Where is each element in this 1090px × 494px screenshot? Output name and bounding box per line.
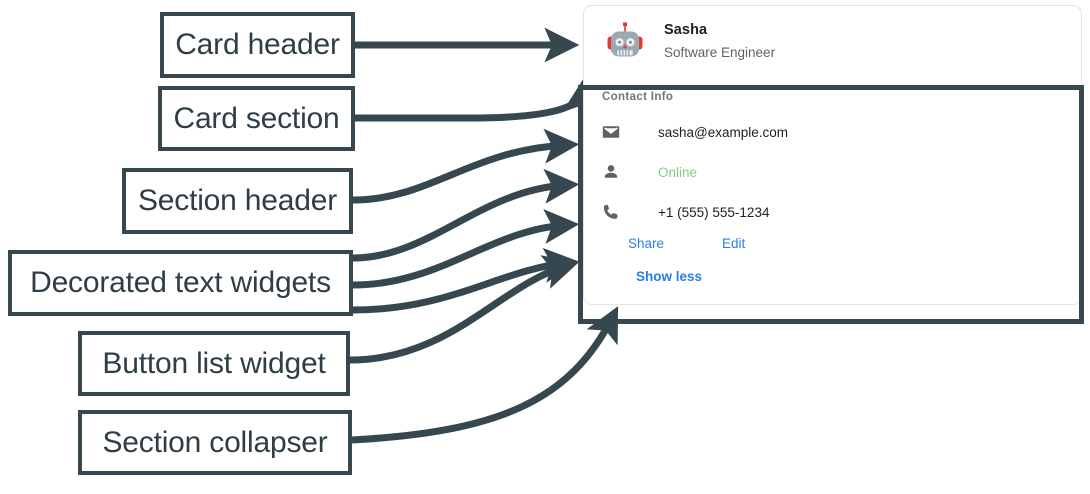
card-header: Sasha Software Engineer — [584, 6, 1081, 77]
label-decorated-text-widgets-text: Decorated text widgets — [30, 266, 331, 299]
arrow-decorated-2 — [352, 208, 580, 289]
label-button-list-widget: Button list widget — [78, 331, 350, 396]
person-icon — [602, 163, 620, 181]
robot-avatar-icon — [607, 22, 643, 57]
button-list-widget: Share Edit — [602, 236, 1081, 251]
arrow-decorated-3 — [352, 247, 580, 314]
arrow-section-collapser — [351, 306, 619, 444]
mail-icon — [602, 123, 620, 141]
phone-value: +1 (555) 555-1234 — [658, 204, 770, 220]
arrow-section-header — [352, 128, 580, 204]
email-value: sasha@example.com — [658, 124, 789, 140]
card-section: Contact Info sasha@example.com — [584, 77, 1081, 304]
share-button[interactable]: Share — [628, 236, 665, 251]
label-button-list-widget-text: Button list widget — [102, 346, 326, 380]
person-name: Sasha — [664, 22, 708, 39]
arrow-decorated-1 — [352, 168, 580, 262]
status-value: Online — [658, 164, 698, 180]
person-role: Software Engineer — [664, 44, 776, 60]
arrow-card-section — [355, 78, 598, 122]
label-card-section-text: Card section — [173, 101, 340, 135]
section-header: Contact Info — [602, 91, 674, 103]
label-card-header-text: Card header — [175, 28, 340, 61]
label-card-header: Card header — [160, 12, 355, 78]
label-section-collapser-text: Section collapser — [102, 425, 328, 459]
section-collapser-button[interactable]: Show less — [636, 269, 703, 284]
label-decorated-text-widgets: Decorated text widgets — [8, 250, 353, 316]
decorated-text-widget-status: Online — [602, 156, 1081, 188]
card-header-identity: Sasha Software Engineer — [664, 21, 775, 63]
label-card-section: Card section — [158, 86, 355, 151]
arrow-button-list — [349, 255, 579, 364]
decorated-text-widget-phone: +1 (555) 555-1234 — [602, 196, 1081, 228]
label-section-collapser: Section collapser — [78, 410, 352, 475]
phone-icon — [602, 203, 620, 221]
contact-card: Sasha Software Engineer Contact Info sas… — [583, 5, 1082, 305]
decorated-text-widget-email: sasha@example.com — [602, 116, 1081, 148]
label-section-header: Section header — [122, 168, 353, 234]
label-section-header-text: Section header — [137, 184, 337, 217]
edit-button[interactable]: Edit — [722, 236, 746, 251]
